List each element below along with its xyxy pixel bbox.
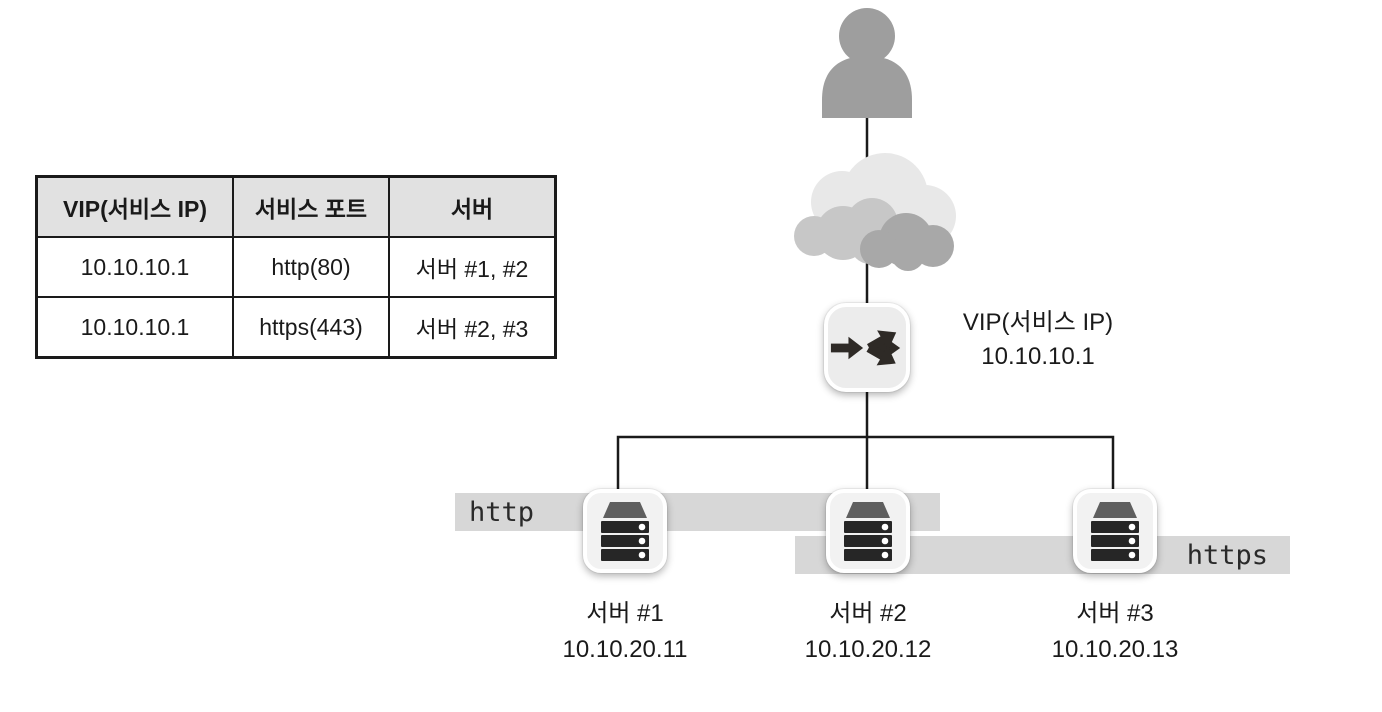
link-lb-to-servers	[616, 392, 1115, 490]
server-ip: 10.10.20.12	[804, 636, 932, 663]
server-1-node	[583, 489, 667, 573]
table-header-row: VIP(서비스 IP) 서비스 포트 서버	[35, 175, 557, 238]
vip-label-ip: 10.10.10.1	[981, 343, 1095, 370]
http-band-label: http	[469, 496, 535, 528]
load-balancer-fanout-arrows-icon	[830, 330, 901, 366]
server-name: 서버 #2	[829, 600, 907, 627]
table-header-vip: VIP(서비스 IP)	[35, 175, 234, 238]
table-header-server: 서버	[388, 175, 557, 238]
server-ip: 10.10.20.11	[562, 636, 688, 663]
https-band-label: https	[1186, 539, 1268, 571]
vip-label-title: VIP(서비스 IP)	[962, 309, 1114, 336]
cell-port: https(443)	[232, 296, 390, 359]
service-mapping-table: VIP(서비스 IP) 서비스 포트 서버 10.10.10.1 http(80…	[35, 175, 557, 359]
user-silhouette-icon	[822, 8, 912, 118]
load-balancer-node	[824, 303, 910, 392]
vip-label: VIP(서비스 IP) 10.10.10.1	[928, 306, 1148, 374]
server-name: 서버 #1	[586, 600, 664, 627]
table-row: 10.10.10.1 https(443) 서버 #2, #3	[35, 296, 557, 359]
server-2-label: 서버 #2 10.10.20.12	[758, 596, 978, 668]
server-stack-icon	[1091, 502, 1139, 561]
table-header-service-port: 서비스 포트	[232, 175, 390, 238]
cell-servers: 서버 #1, #2	[388, 236, 557, 298]
server-2-node	[826, 489, 910, 573]
cell-port: http(80)	[232, 236, 390, 298]
server-stack-icon	[601, 502, 649, 561]
cell-servers: 서버 #2, #3	[388, 296, 557, 359]
cell-vip: 10.10.10.1	[35, 236, 234, 298]
server-stack-icon	[844, 502, 892, 561]
table-row: 10.10.10.1 http(80) 서버 #1, #2	[35, 236, 557, 298]
server-name: 서버 #3	[1076, 600, 1154, 627]
server-3-node	[1073, 489, 1157, 573]
server-ip: 10.10.20.13	[1051, 636, 1179, 663]
cell-vip: 10.10.10.1	[35, 296, 234, 359]
server-1-label: 서버 #1 10.10.20.11	[515, 596, 735, 668]
cloud-icon	[794, 153, 956, 271]
server-3-label: 서버 #3 10.10.20.13	[1005, 596, 1225, 668]
